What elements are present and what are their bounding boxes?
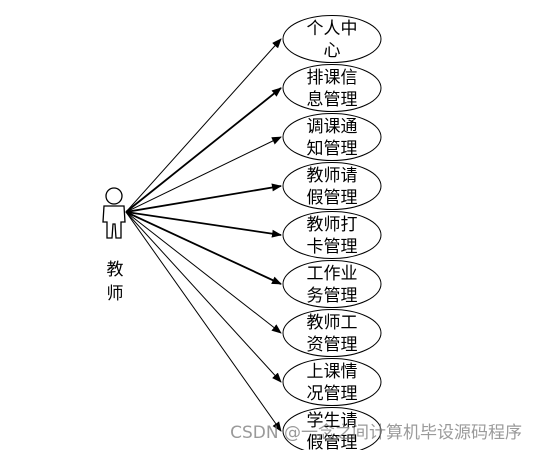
use-case-label-line2: 假管理 [307, 188, 358, 208]
association-arrow [125, 211, 282, 334]
use-case-label-line2: 知管理 [307, 139, 358, 159]
watermark: CSDN @一念之间计算机毕设源码程序 [230, 423, 522, 443]
use-case-ellipse [282, 260, 382, 308]
use-case-label-line1: 排课信 [307, 68, 358, 88]
use-case-ellipse [282, 358, 382, 406]
use-case-label-line1: 教师打 [307, 215, 358, 235]
use-case-label-line2: 况管理 [307, 384, 358, 404]
use-case-ellipse [282, 162, 382, 210]
actor-label-line1: 教 [106, 260, 124, 280]
use-case-ellipse [282, 113, 382, 161]
use-case-ellipse [282, 64, 382, 112]
use-case-group: 个人中心排课信息管理调课通知管理教师请假管理教师打卡管理工作业务管理教师工资管理… [282, 15, 382, 450]
association-arrow [125, 136, 282, 213]
use-case-label-line1: 学生请 [307, 411, 358, 431]
association-arrow [125, 87, 282, 213]
use-case-label-line1: 个人中 [307, 19, 358, 39]
use-case-label-line2: 卡管理 [307, 237, 358, 257]
use-case-label-line1: 教师请 [307, 166, 358, 186]
use-case-label-line2: 假管理 [307, 433, 358, 450]
association-arrow [125, 211, 282, 383]
use-case-label-line1: 工作业 [307, 264, 358, 284]
use-case-label-line2: 息管理 [307, 90, 358, 110]
use-case-label-line2: 心 [324, 41, 341, 61]
use-case-ellipse [282, 15, 382, 63]
use-case-ellipse [282, 407, 382, 450]
association-arrow [125, 211, 282, 238]
use-case-label-line1: 上课情 [307, 362, 358, 382]
use-case-label-line1: 教师工 [307, 313, 358, 333]
use-case-label-line1: 调课通 [307, 117, 358, 137]
use-case-label-line2: 资管理 [307, 335, 358, 355]
actor-label-line2: 师 [106, 284, 124, 304]
actor-label: 教 师 [102, 258, 128, 306]
association-arrow [125, 211, 282, 432]
association-arrow [125, 38, 282, 213]
use-case-ellipse [282, 211, 382, 259]
teacher-actor-figure [102, 187, 126, 239]
use-case-ellipse [282, 309, 382, 357]
association-lines [125, 38, 282, 432]
association-arrow [125, 183, 282, 213]
association-arrow [125, 211, 282, 285]
use-case-label-line2: 务管理 [307, 286, 358, 306]
